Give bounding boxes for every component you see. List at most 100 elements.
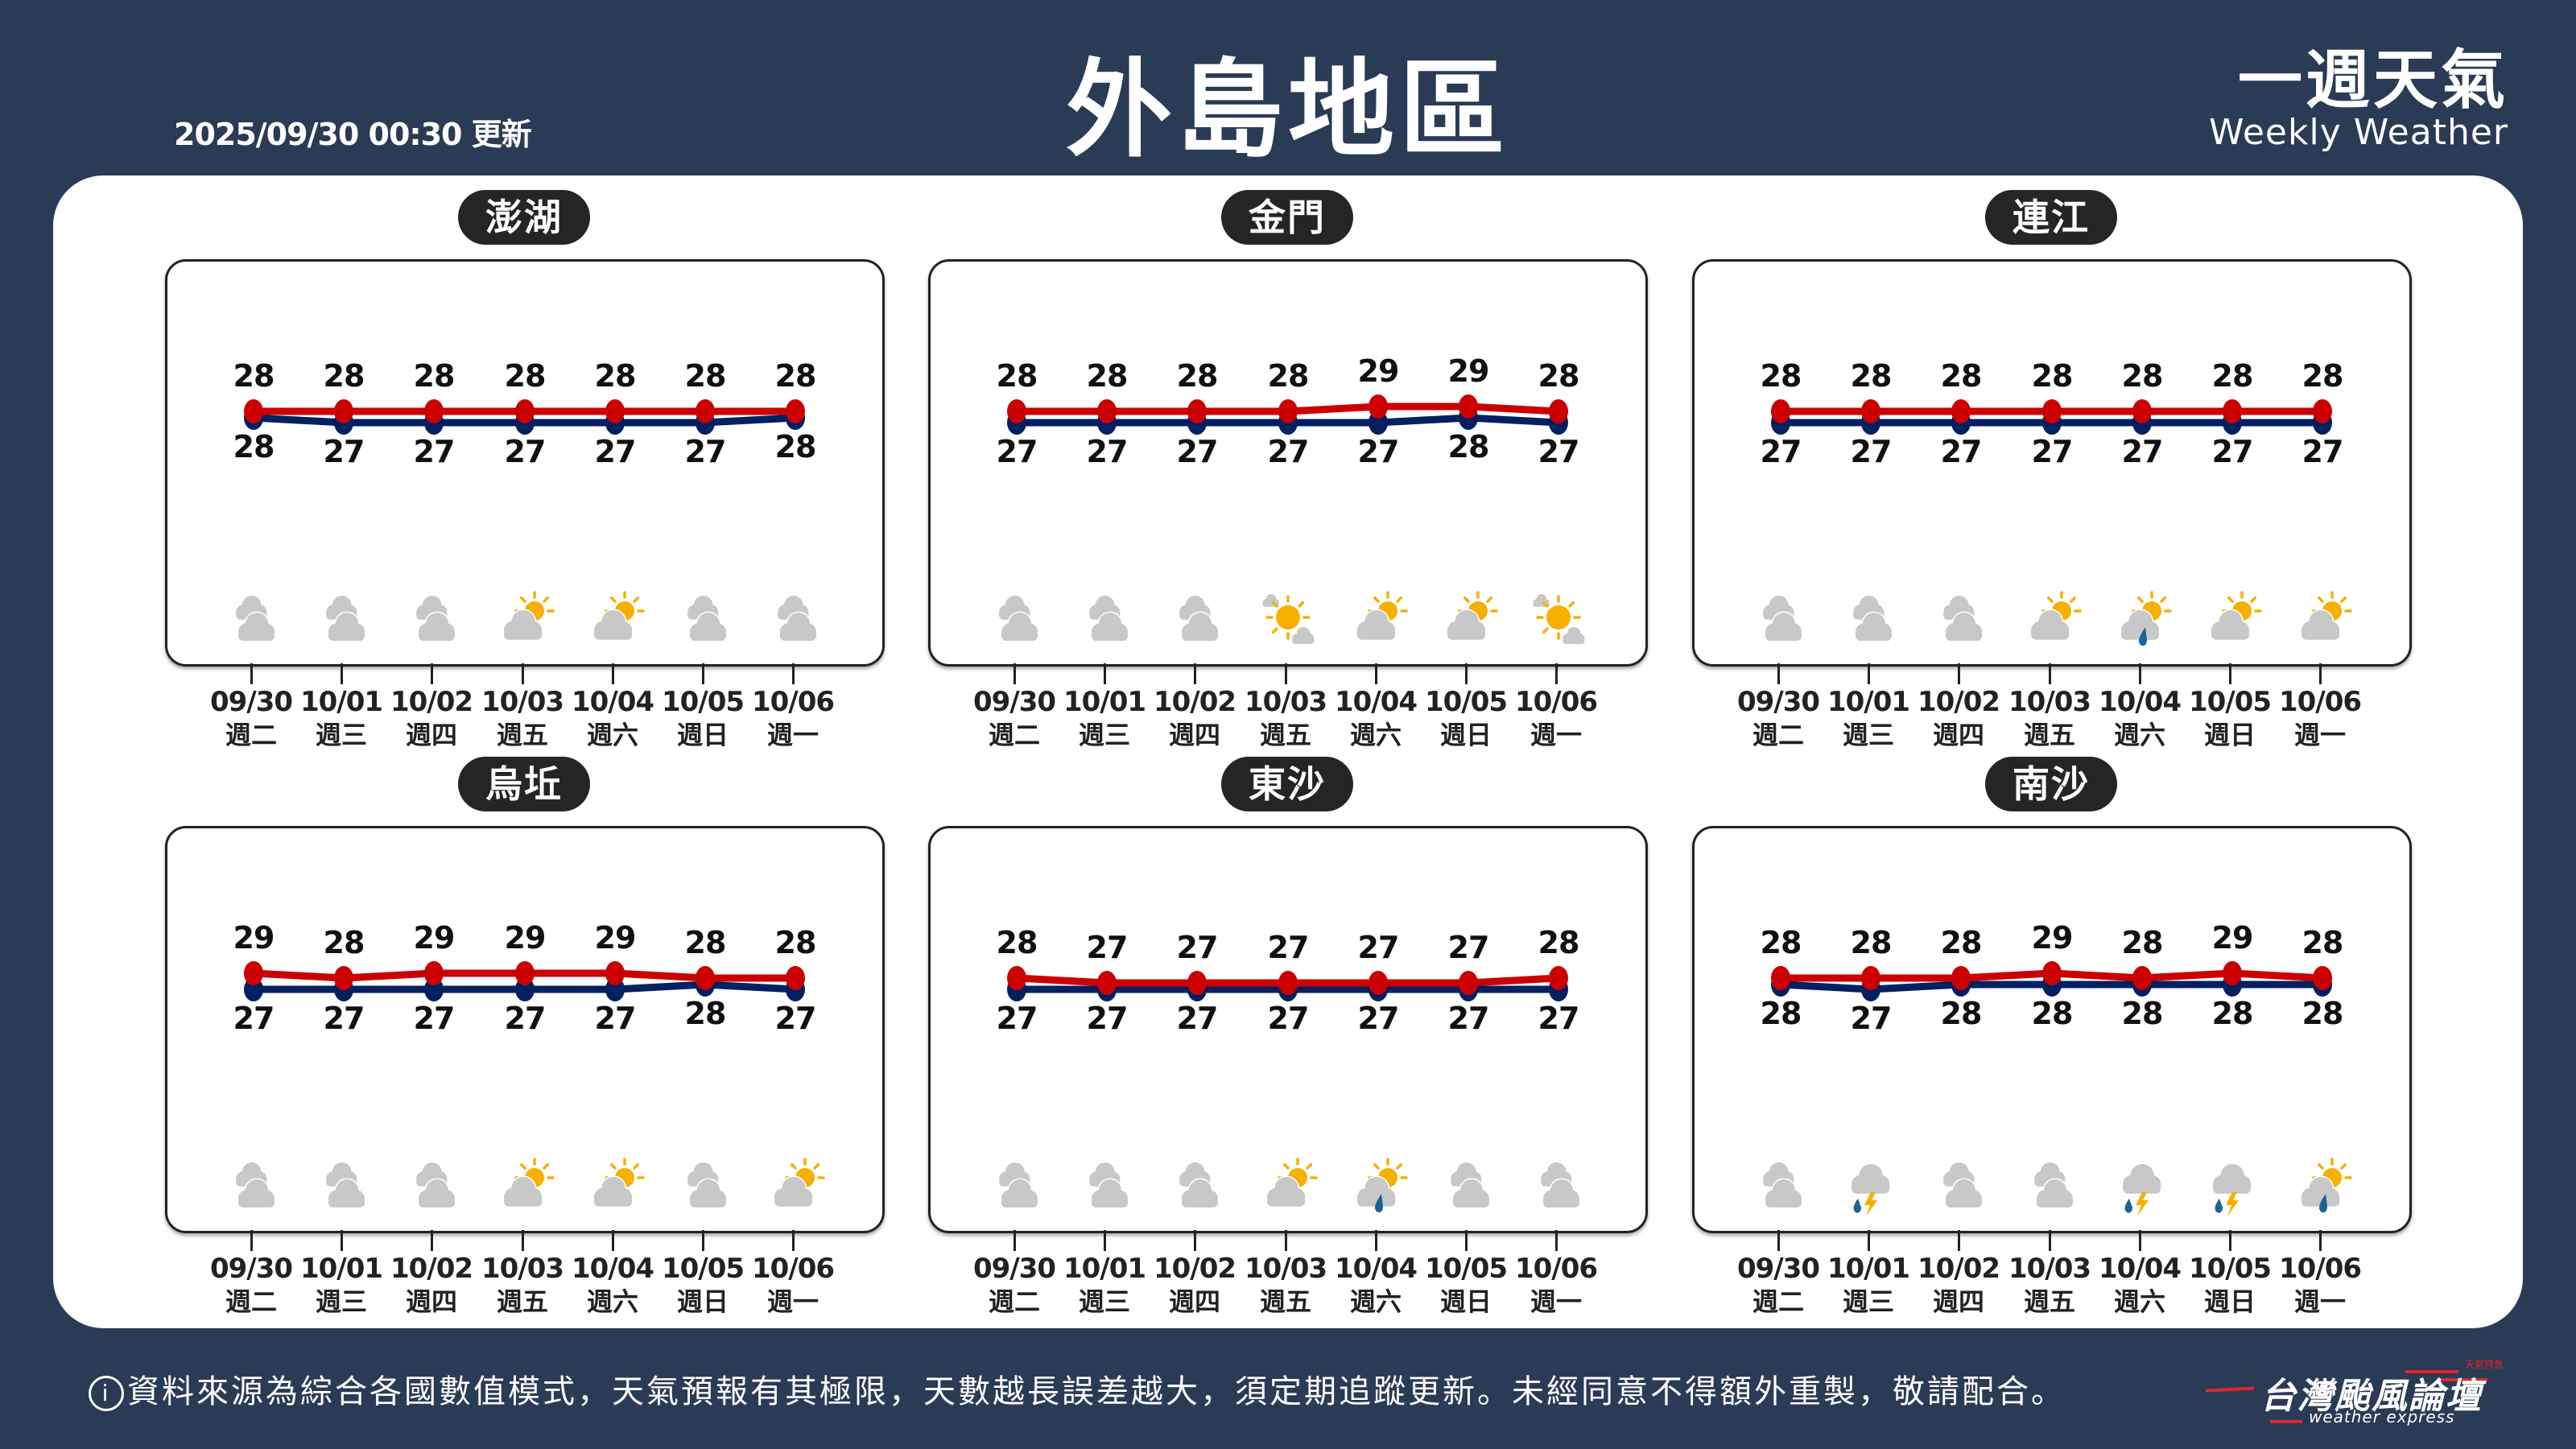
date-label: 10/04 bbox=[1334, 1253, 1418, 1285]
axis-tick bbox=[1777, 1230, 1780, 1251]
axis-tick bbox=[250, 1230, 253, 1251]
brand-title-zh: 一週天氣 bbox=[2238, 43, 2508, 118]
logo-stripe bbox=[2206, 1386, 2254, 1393]
high-temp-label: 28 bbox=[233, 358, 275, 394]
date-label: 09/30 bbox=[209, 686, 293, 718]
date-label: 10/01 bbox=[299, 686, 383, 718]
axis-tick bbox=[1958, 1230, 1960, 1251]
region-name-badge: 烏坵 bbox=[458, 757, 590, 811]
date-label: 10/06 bbox=[751, 1253, 835, 1285]
low-temp-label: 27 bbox=[1850, 434, 1893, 469]
brand-block: 一週天氣 Weekly Weather bbox=[2209, 47, 2508, 151]
cloudy-icon bbox=[1839, 587, 1903, 651]
logo-stripe bbox=[2405, 1370, 2458, 1373]
high-temp-label: 28 bbox=[996, 925, 1038, 960]
low-temp-label: 28 bbox=[774, 429, 817, 464]
axis-tick bbox=[2319, 1230, 2322, 1251]
partly-cloudy-icon bbox=[2290, 587, 2355, 651]
high-temp-label: 28 bbox=[774, 925, 817, 960]
footer-logo: 天氣特急 台灣颱風論壇 weather express bbox=[2206, 1359, 2512, 1433]
high-temp-label: 29 bbox=[233, 920, 275, 956]
axis-tick bbox=[792, 1230, 795, 1251]
high-temp-label: 28 bbox=[774, 358, 817, 394]
cloudy-icon bbox=[221, 587, 286, 651]
low-temp-label: 27 bbox=[1176, 1001, 1219, 1036]
low-temp-label: 27 bbox=[1357, 434, 1400, 469]
low-temp-label: 27 bbox=[1850, 1001, 1893, 1036]
temperature-line-chart bbox=[1007, 394, 1568, 435]
axis-tick bbox=[1285, 663, 1287, 684]
high-temp-label: 28 bbox=[2031, 358, 2074, 394]
logo-stripe bbox=[2439, 1378, 2487, 1381]
weekday-label: 週一 bbox=[766, 1286, 819, 1317]
low-temp-label: 27 bbox=[413, 1001, 456, 1036]
date-label: 10/01 bbox=[1827, 686, 1910, 718]
low-temp-label: 27 bbox=[1447, 1001, 1490, 1036]
axis-tick bbox=[2049, 663, 2051, 684]
high-temp-label: 28 bbox=[504, 358, 547, 394]
low-temp-label: 27 bbox=[1086, 434, 1129, 469]
high-temp-label: 27 bbox=[1267, 930, 1310, 965]
weekday-label: 週六 bbox=[2113, 1286, 2165, 1317]
thunderstorm-icon bbox=[2110, 1154, 2174, 1218]
cloudy-icon bbox=[1929, 1154, 1993, 1218]
date-label: 09/30 bbox=[1736, 686, 1820, 718]
axis-tick bbox=[612, 1230, 614, 1251]
high-temp-label: 28 bbox=[594, 358, 637, 394]
thunderstorm-icon bbox=[1839, 1154, 1903, 1218]
temperature-line-chart bbox=[1771, 399, 2332, 435]
region-name-badge: 金門 bbox=[1221, 190, 1353, 245]
low-temp-label: 28 bbox=[684, 996, 727, 1031]
low-temp-label: 28 bbox=[2301, 996, 2344, 1031]
weekday-label: 週五 bbox=[2023, 720, 2075, 750]
weekday-label: 週五 bbox=[1259, 1286, 1311, 1317]
weekday-label: 週三 bbox=[1842, 720, 1894, 750]
partly-cloudy-icon bbox=[1436, 587, 1501, 651]
page-title: 外島地區 bbox=[1066, 48, 1510, 172]
low-temp-label: 27 bbox=[2031, 434, 2074, 469]
logo-tagline: 天氣特急 bbox=[2465, 1359, 2504, 1370]
weekday-label: 週日 bbox=[1439, 1286, 1492, 1317]
cloudy-icon bbox=[1165, 587, 1229, 651]
low-temp-label: 27 bbox=[504, 1001, 547, 1036]
date-label: 10/01 bbox=[1063, 1253, 1146, 1285]
axis-tick bbox=[431, 1230, 433, 1251]
region-name-badge: 連江 bbox=[1985, 190, 2117, 245]
date-label: 10/04 bbox=[571, 1253, 654, 1285]
axis-tick bbox=[1555, 663, 1558, 684]
low-temp-label: 27 bbox=[2121, 434, 2164, 469]
cloudy-icon bbox=[985, 1154, 1049, 1218]
date-label: 10/03 bbox=[481, 1253, 564, 1285]
weekday-label: 週二 bbox=[988, 1286, 1040, 1317]
axis-tick bbox=[341, 1230, 343, 1251]
axis-tick bbox=[1104, 663, 1106, 684]
axis-tick bbox=[2139, 1230, 2141, 1251]
high-temp-label: 28 bbox=[2121, 358, 2164, 394]
weekday-label: 週六 bbox=[2113, 720, 2165, 750]
weekday-label: 週五 bbox=[2023, 1286, 2075, 1317]
high-temp-label: 28 bbox=[323, 358, 365, 394]
axis-tick bbox=[341, 663, 343, 684]
high-temp-label: 27 bbox=[1357, 930, 1400, 965]
high-temp-label: 29 bbox=[594, 920, 637, 956]
axis-tick bbox=[1375, 663, 1377, 684]
weekday-label: 週三 bbox=[315, 720, 367, 750]
weekday-label: 週一 bbox=[2293, 1286, 2346, 1317]
high-temp-label: 27 bbox=[1447, 930, 1490, 965]
low-temp-label: 27 bbox=[1538, 434, 1580, 469]
date-label: 10/05 bbox=[661, 1253, 745, 1285]
high-temp-label: 28 bbox=[2211, 358, 2254, 394]
date-label: 10/04 bbox=[571, 686, 654, 718]
axis-tick bbox=[1285, 1230, 1287, 1251]
low-temp-label: 27 bbox=[1086, 1001, 1129, 1036]
date-label: 10/06 bbox=[1514, 1253, 1598, 1285]
date-label: 10/05 bbox=[2188, 686, 2272, 718]
date-label: 10/01 bbox=[1827, 1253, 1910, 1285]
cloudy-icon bbox=[763, 587, 828, 651]
axis-tick bbox=[431, 663, 433, 684]
